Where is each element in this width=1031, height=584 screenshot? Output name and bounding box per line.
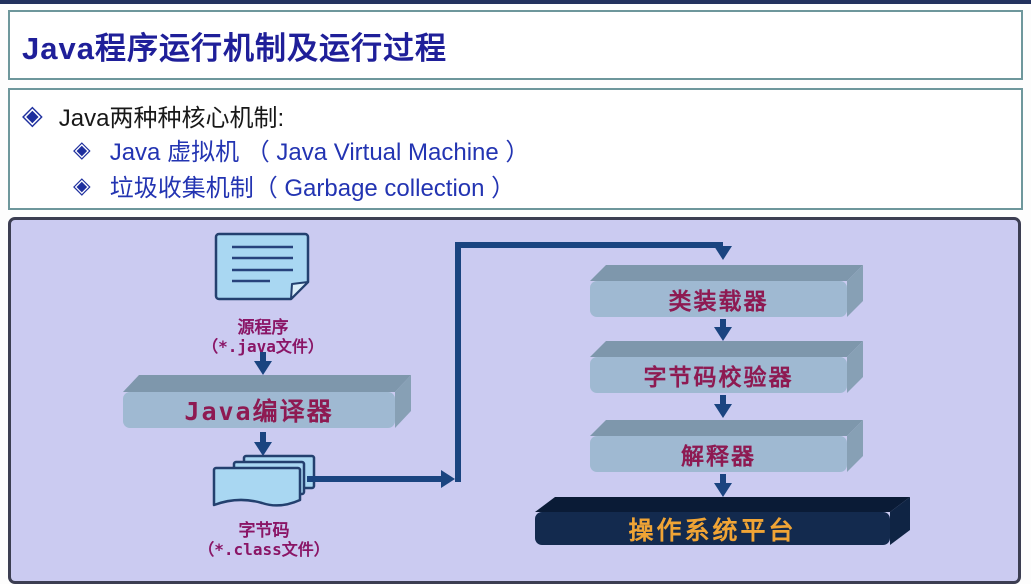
bar-front-face: 解释器 (590, 436, 847, 472)
os-platform-bar: 操作系统平台 (535, 497, 910, 545)
bullet-row-level1: ◈ Java两种种核心机制: (22, 98, 284, 133)
diamond-bullet-icon: ◈ (22, 100, 43, 130)
java-compiler-bar: Java编译器 (123, 375, 411, 428)
title-box: Java程序运行机制及运行过程 (8, 10, 1023, 80)
bar-front-face: 操作系统平台 (535, 512, 890, 545)
bar-front-face: 字节码校验器 (590, 357, 847, 393)
bullet-row-jvm: ◈ Java 虚拟机 （ Java Virtual Machine ） (73, 132, 529, 167)
bullet-level1-text: Java两种种核心机制: (58, 105, 285, 132)
source-label-line2: （*.java文件） (202, 336, 324, 356)
bullet-box: ◈ Java两种种核心机制: ◈ Java 虚拟机 （ Java Virtual… (8, 88, 1023, 210)
document-stack-icon (212, 454, 316, 507)
bytecode-label-line1: 字节码 (238, 521, 290, 540)
class-loader-label: 类装载器 (668, 288, 769, 314)
connector-vertical-line (455, 242, 461, 482)
top-divider-rule (0, 0, 1031, 4)
bar-top-face (590, 420, 863, 436)
arrow-down-icon (720, 319, 726, 329)
os-platform-label: 操作系统平台 (628, 516, 797, 545)
diamond-bullet-icon: ◈ (73, 136, 91, 162)
interpreter-label: 解释器 (681, 443, 756, 469)
bar-top-face (535, 497, 910, 512)
bar-right-face (395, 375, 411, 428)
arrow-down-head-icon (714, 483, 732, 497)
bullet-gc-text: 垃圾收集机制（ Garbage collection ） (109, 175, 516, 202)
bar-top-face (590, 265, 863, 281)
source-label-line1: 源程序 (237, 318, 289, 337)
source-label: 源程序 （*.java文件） (163, 318, 363, 356)
bar-front-face: 类装载器 (590, 281, 847, 317)
bar-top-face (590, 341, 863, 357)
bytecode-verifier-label: 字节码校验器 (643, 364, 794, 390)
bytecode-verifier-bar: 字节码校验器 (590, 341, 863, 393)
java-compiler-label: Java编译器 (184, 397, 334, 426)
interpreter-bar: 解释器 (590, 420, 863, 472)
diamond-bullet-icon: ◈ (73, 172, 91, 198)
bytecode-label-line2: （*.class文件） (198, 539, 330, 559)
connector-horizontal-line (307, 476, 441, 482)
arrow-down-icon (720, 395, 726, 405)
arrow-down-head-icon (254, 361, 272, 375)
bullet-jvm-text: Java 虚拟机 （ Java Virtual Machine ） (109, 139, 530, 166)
bar-top-face (123, 375, 411, 392)
class-loader-bar: 类装载器 (590, 265, 863, 317)
arrow-down-icon (720, 474, 726, 485)
page-title: Java程序运行机制及运行过程 (22, 30, 447, 66)
arrow-down-head-icon (714, 404, 732, 418)
bytecode-label: 字节码 （*.class文件） (158, 521, 370, 559)
document-icon (214, 232, 310, 301)
arrow-down-icon (260, 432, 266, 444)
bar-right-face (890, 497, 910, 545)
arrow-right-head-icon (441, 470, 455, 488)
diagram-panel: 源程序 （*.java文件） Java编译器 字节码 （*.class文件） (8, 217, 1021, 584)
arrow-down-head-icon (714, 246, 732, 260)
arrow-down-icon (260, 352, 266, 362)
bar-right-face (847, 341, 863, 393)
arrow-down-head-icon (254, 442, 272, 456)
arrow-down-head-icon (714, 327, 732, 341)
bar-right-face (847, 265, 863, 317)
connector-top-line (455, 242, 723, 248)
bullet-row-gc: ◈ 垃圾收集机制（ Garbage collection ） (73, 168, 515, 203)
bar-right-face (847, 420, 863, 472)
bar-front-face: Java编译器 (123, 392, 395, 428)
